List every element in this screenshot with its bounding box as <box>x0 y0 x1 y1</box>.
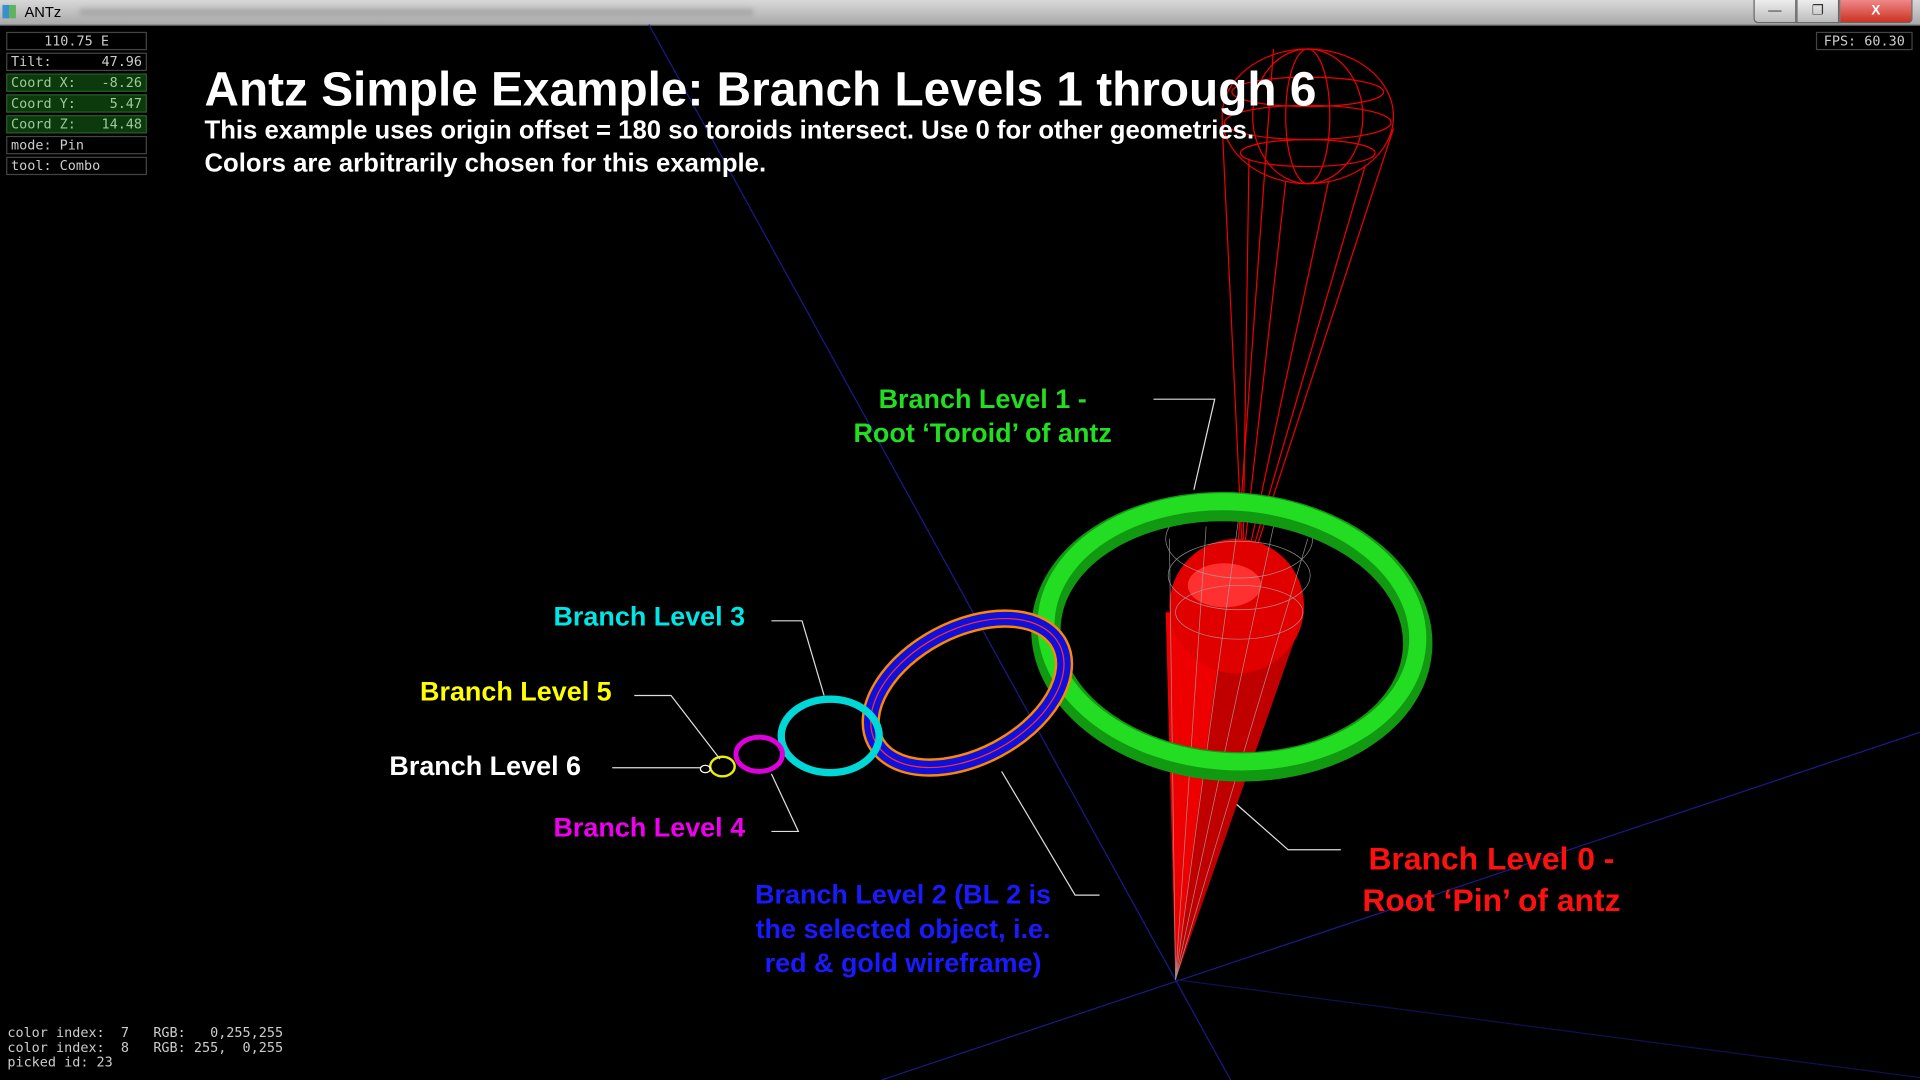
branch-level-5-toroid[interactable] <box>708 755 736 778</box>
branch-level-4-toroid[interactable] <box>733 734 785 774</box>
label-branch-level-5: Branch Level 5 <box>420 675 612 707</box>
branch-level-6-toroid[interactable] <box>699 764 711 774</box>
subtitle-line-1: This example uses origin offset = 180 so… <box>204 116 1255 145</box>
subtitle-line-2: Colors are arbitrarily chosen for this e… <box>204 149 767 178</box>
label-branch-level-2: Branch Level 2 (BL 2 is the selected obj… <box>710 878 1096 981</box>
branch-level-3-toroid[interactable] <box>777 695 883 777</box>
label-branch-level-4: Branch Level 4 <box>553 811 746 843</box>
coord-z-readout: Coord Z: 14.48 <box>6 115 147 134</box>
coord-y-label: Coord Y: <box>11 95 76 112</box>
tilt-value: 47.96 <box>101 53 143 70</box>
tool-readout: tool: Combo <box>6 156 147 176</box>
label-line: Root ‘Pin’ of antz <box>1362 881 1621 919</box>
mode-readout: mode: Pin <box>6 135 147 155</box>
coord-z-label: Coord Z: <box>11 116 76 133</box>
coord-x-readout: Coord X: -8.26 <box>6 73 147 92</box>
restore-button[interactable]: ❐ <box>1796 0 1840 24</box>
minimize-button[interactable]: — <box>1753 0 1797 24</box>
label-branch-level-1: Branch Level 1 - Root ‘Toroid’ of antz <box>784 382 1182 451</box>
coord-y-readout: Coord Y: 5.47 <box>6 94 147 113</box>
branch-level-0-pin[interactable] <box>1165 499 1314 980</box>
label-line: Root ‘Toroid’ of antz <box>853 417 1112 449</box>
app-icon <box>2 4 16 19</box>
close-button[interactable]: X <box>1839 0 1913 24</box>
heading-readout: 110.75 E <box>6 31 147 51</box>
hud-panel: 110.75 E Tilt: 47.96 Coord X: -8.26 Coord … <box>6 31 147 178</box>
coord-z-value: 14.48 <box>101 116 143 133</box>
picked-id: picked id: 23 <box>7 1054 113 1071</box>
tilt-label: Tilt: <box>11 53 52 70</box>
coord-x-label: Coord X: <box>11 74 76 91</box>
label-branch-level-0: Branch Level 0 - Root ‘Pin’ of antz <box>1308 838 1675 921</box>
color-index-7: color index: 7 RGB: 0,255,255 <box>7 1024 284 1041</box>
label-line: red & gold wireframe) <box>764 947 1042 979</box>
tilt-readout: Tilt: 47.96 <box>6 52 147 72</box>
window-title: ANTz <box>24 3 62 21</box>
leader-lines <box>612 398 1341 896</box>
label-line: the selected object, i.e. <box>755 913 1051 945</box>
page-title: Antz Simple Example: Branch Levels 1 thr… <box>204 63 1317 117</box>
label-line: Branch Level 2 (BL 2 is <box>755 879 1052 910</box>
coord-y-value: 5.47 <box>109 95 143 112</box>
label-line: Branch Level 0 - <box>1368 840 1615 877</box>
coord-x-value: -8.26 <box>101 74 143 91</box>
label-branch-level-6: Branch Level 6 <box>389 750 582 782</box>
label-line: Branch Level 1 - <box>878 383 1087 414</box>
fps-counter: FPS: 60.30 <box>1815 31 1913 51</box>
title-bar[interactable]: ANTz — ❐ X <box>0 0 1920 26</box>
menu-bar[interactable] <box>79 8 754 16</box>
color-index-8: color index: 8 RGB: 255, 0,255 <box>7 1039 284 1056</box>
grid-axes <box>648 24 1920 1080</box>
label-branch-level-3: Branch Level 3 <box>553 601 746 632</box>
